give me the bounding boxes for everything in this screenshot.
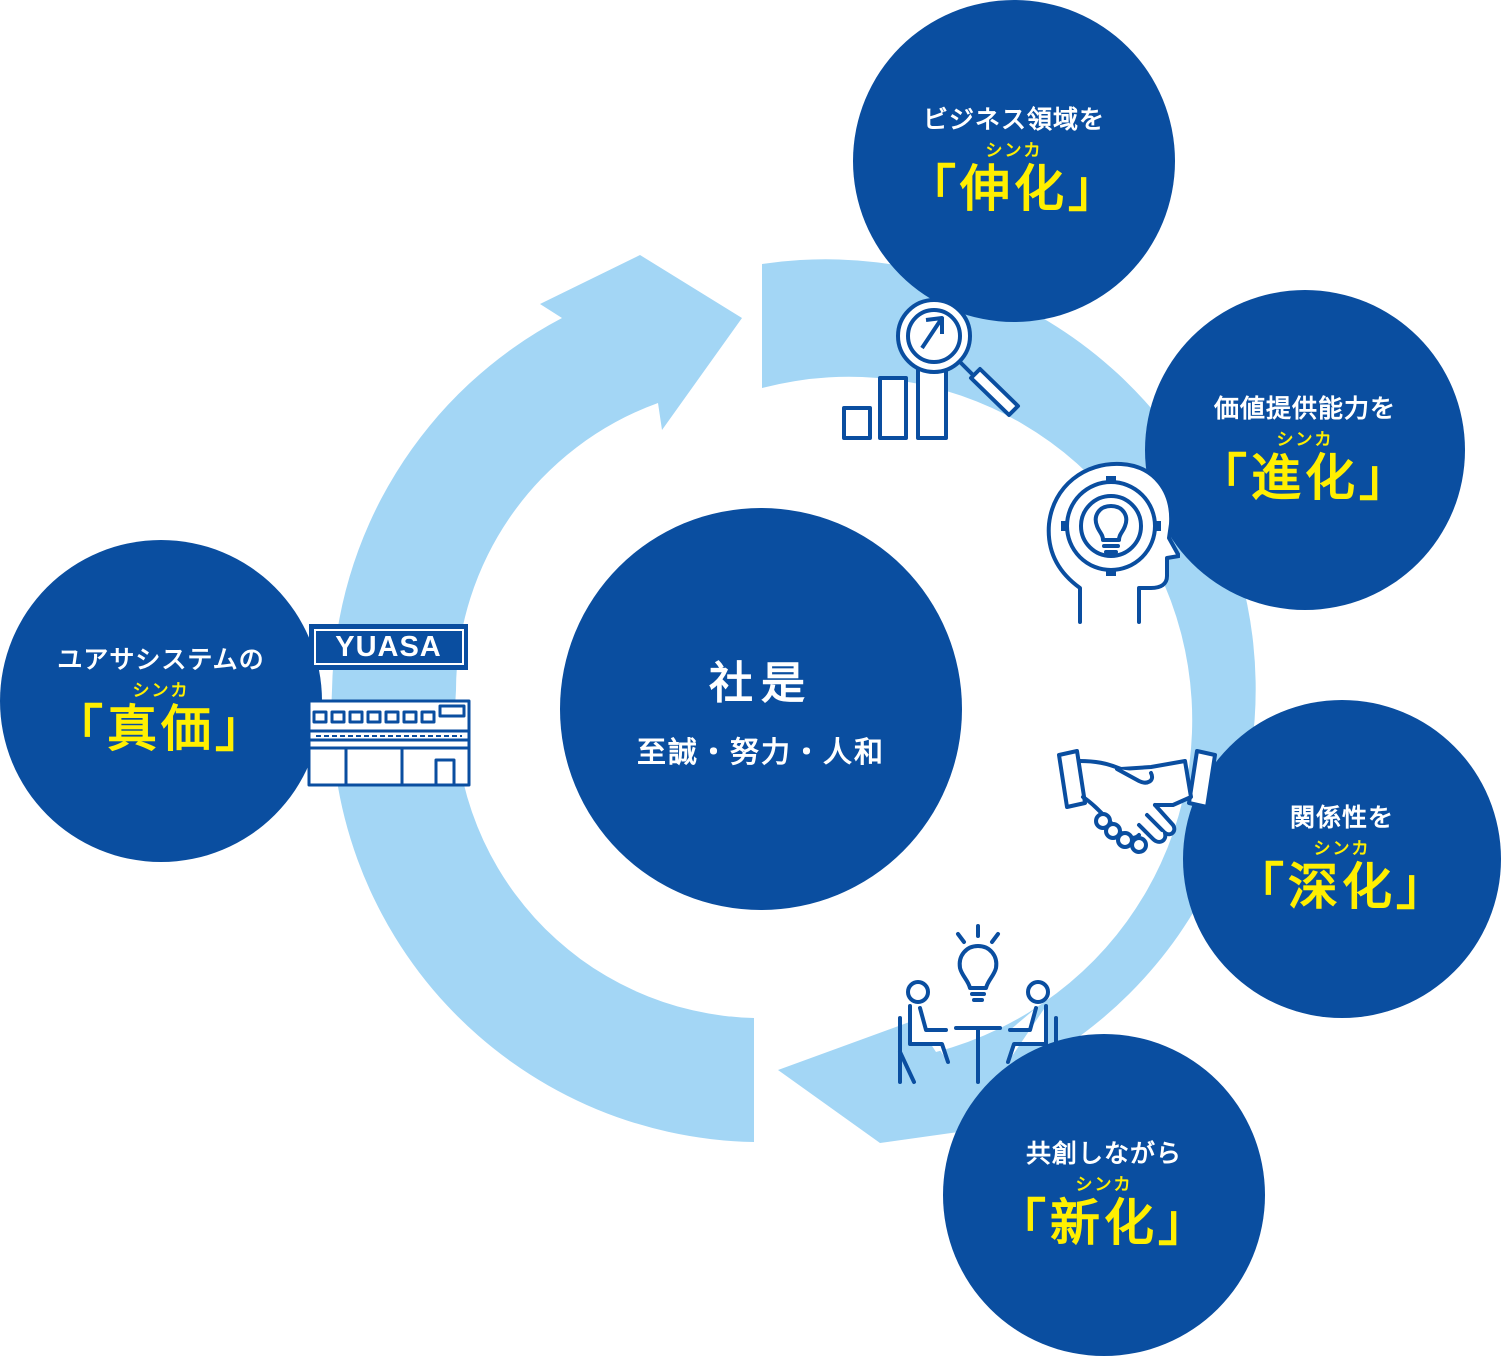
node-cocreate-ruby: シンカ	[1075, 1175, 1133, 1195]
center-subtitle: 至誠・努力・人和	[636, 735, 885, 769]
yuasa-logo-frame: YUASA	[313, 629, 464, 665]
node-true-value-ruby: シンカ	[132, 681, 190, 701]
node-business-lead: ビジネス領域を	[922, 105, 1105, 134]
node-value-lead: 価値提供能力を	[1213, 394, 1396, 423]
node-value: 価値提供能力を シンカ 「進化」	[1145, 290, 1465, 610]
node-relation-ruby: シンカ	[1313, 839, 1371, 859]
node-business: ビジネス領域を シンカ 「伸化」	[853, 0, 1175, 322]
center-circle: 社是 至誠・努力・人和	[560, 508, 962, 910]
node-cocreate-key: 「新化」	[996, 1194, 1212, 1252]
node-relation-lead: 関係性を	[1289, 803, 1394, 832]
node-business-key: 「伸化」	[906, 160, 1122, 218]
meeting-idea-icon	[898, 924, 1058, 1084]
cycle-arrow-lower	[331, 690, 754, 1142]
node-true-value-lead: ユアサシステムの	[57, 645, 265, 674]
yuasa-logo: YUASA	[309, 624, 468, 670]
center-title: 社是	[709, 658, 813, 709]
node-true-value-key: 「真価」	[53, 700, 269, 758]
building-icon	[307, 699, 471, 787]
node-value-key: 「進化」	[1197, 449, 1413, 507]
head-gear-bulb-icon	[1046, 461, 1180, 624]
node-value-ruby: シンカ	[1276, 430, 1334, 450]
node-relation-key: 「深化」	[1234, 858, 1450, 916]
node-true-value: ユアサシステムの シンカ 「真価」	[0, 540, 322, 862]
chart-magnifier-icon	[842, 298, 1020, 440]
cycle-arrow-upper	[332, 255, 742, 690]
node-relation: 関係性を シンカ 「深化」	[1183, 700, 1501, 1018]
handshake-icon	[1057, 749, 1217, 854]
node-business-ruby: シンカ	[985, 141, 1043, 161]
node-cocreate-lead: 共創しながら	[1025, 1139, 1182, 1168]
node-cocreate: 共創しながら シンカ 「新化」	[943, 1034, 1265, 1356]
yuasa-logo-text: YUASA	[335, 630, 442, 663]
